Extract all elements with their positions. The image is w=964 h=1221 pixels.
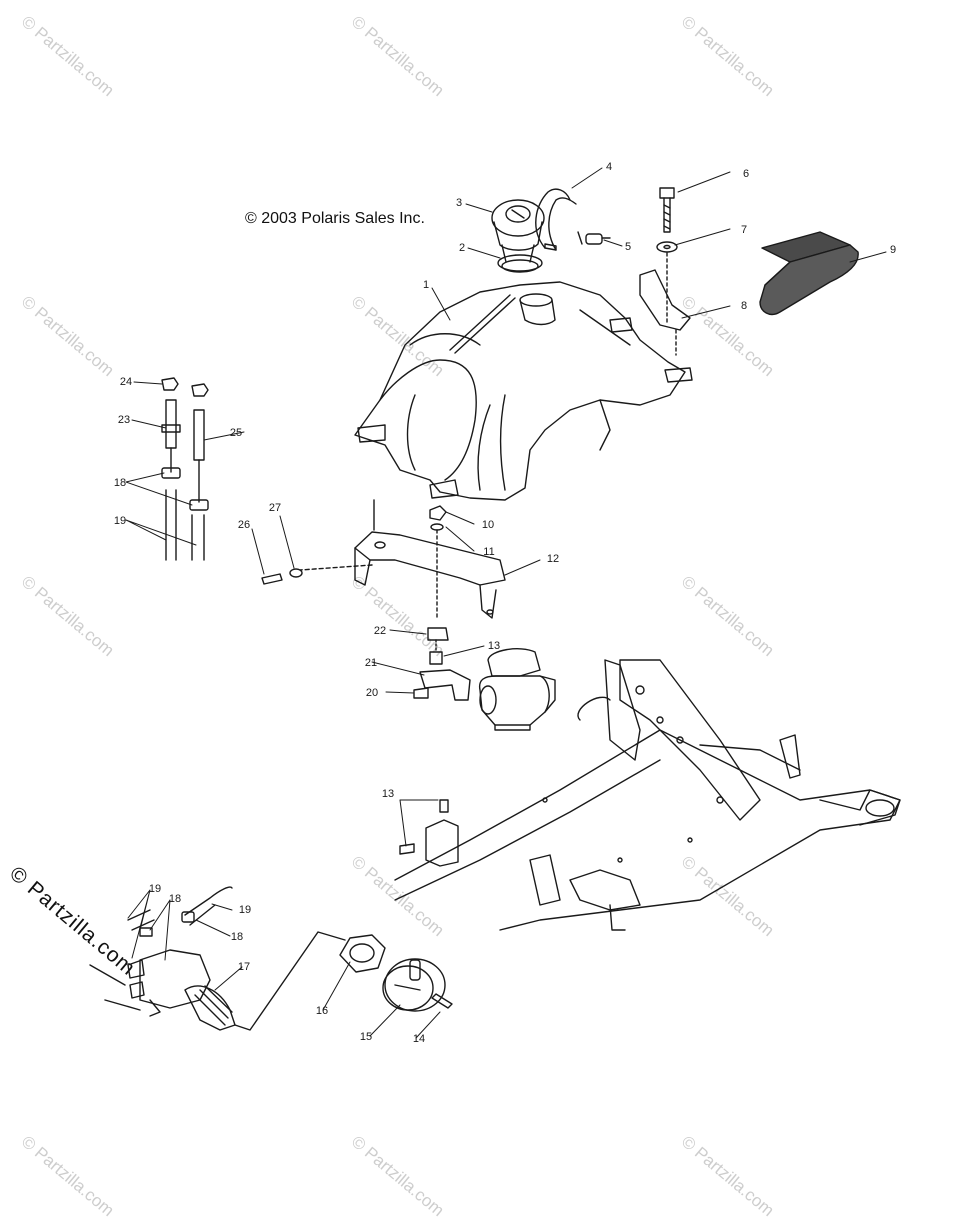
callout-13: 13 bbox=[488, 640, 500, 652]
fuel-tank bbox=[354, 281, 693, 501]
fuel-pump bbox=[89, 931, 346, 1031]
callout-3: 3 bbox=[456, 197, 462, 209]
vent-hose bbox=[535, 188, 571, 249]
damper bbox=[382, 958, 446, 1012]
fuel-line-fittings bbox=[161, 377, 209, 561]
tank-pad bbox=[759, 231, 859, 316]
callout-8: 8 bbox=[741, 300, 747, 312]
callout-13: 13 bbox=[382, 788, 394, 800]
callout-26: 26 bbox=[238, 519, 250, 531]
bolt bbox=[659, 187, 675, 233]
callout-14: 14 bbox=[413, 1033, 425, 1045]
callout-16: 16 bbox=[316, 1005, 328, 1017]
callout-7: 7 bbox=[741, 224, 747, 236]
o-ring bbox=[497, 254, 543, 272]
callout-2: 2 bbox=[459, 242, 465, 254]
carburetor bbox=[478, 648, 556, 731]
frame-mount bbox=[399, 799, 459, 867]
copyright-notice: © 2003 Polaris Sales Inc. bbox=[245, 210, 425, 227]
callout-20: 20 bbox=[366, 687, 378, 699]
pump-nut bbox=[339, 934, 386, 973]
callout-18: 18 bbox=[169, 893, 181, 905]
callout-24: 24 bbox=[120, 376, 132, 388]
screw bbox=[431, 993, 453, 1009]
callout-19: 19 bbox=[239, 904, 251, 916]
callout-6: 6 bbox=[743, 168, 749, 180]
callout-25: 25 bbox=[230, 427, 242, 439]
callout-1: 1 bbox=[423, 279, 429, 291]
callout-18: 18 bbox=[231, 931, 243, 943]
callout-15: 15 bbox=[360, 1031, 372, 1043]
callout-11: 11 bbox=[483, 546, 494, 558]
leader-lines bbox=[125, 167, 887, 1039]
callout-4: 4 bbox=[606, 161, 612, 173]
callout-19: 19 bbox=[114, 515, 126, 527]
washer bbox=[430, 523, 444, 531]
frame bbox=[394, 659, 901, 931]
callout-23: 23 bbox=[118, 414, 130, 426]
callout-27: 27 bbox=[269, 502, 281, 514]
valve bbox=[577, 231, 611, 245]
carb-bracket bbox=[419, 669, 471, 701]
callout-9: 9 bbox=[890, 244, 896, 256]
callout-19: 19 bbox=[149, 883, 161, 895]
mount-bracket bbox=[299, 499, 506, 619]
callout-17: 17 bbox=[238, 961, 250, 973]
nut bbox=[429, 505, 447, 521]
callout-5: 5 bbox=[625, 241, 631, 253]
rubber-mount bbox=[427, 627, 449, 641]
tank-bracket bbox=[639, 269, 691, 331]
screw bbox=[413, 687, 429, 699]
callout-12: 12 bbox=[547, 553, 559, 565]
pump-fuel-lines bbox=[127, 886, 233, 937]
callout-10: 10 bbox=[482, 519, 494, 531]
fuel-cap bbox=[491, 199, 545, 263]
washer bbox=[289, 568, 303, 578]
washer bbox=[656, 241, 678, 253]
callout-22: 22 bbox=[374, 625, 386, 637]
bolt bbox=[261, 573, 283, 585]
callout-18: 18 bbox=[114, 477, 126, 489]
callout-21: 21 bbox=[365, 657, 377, 669]
